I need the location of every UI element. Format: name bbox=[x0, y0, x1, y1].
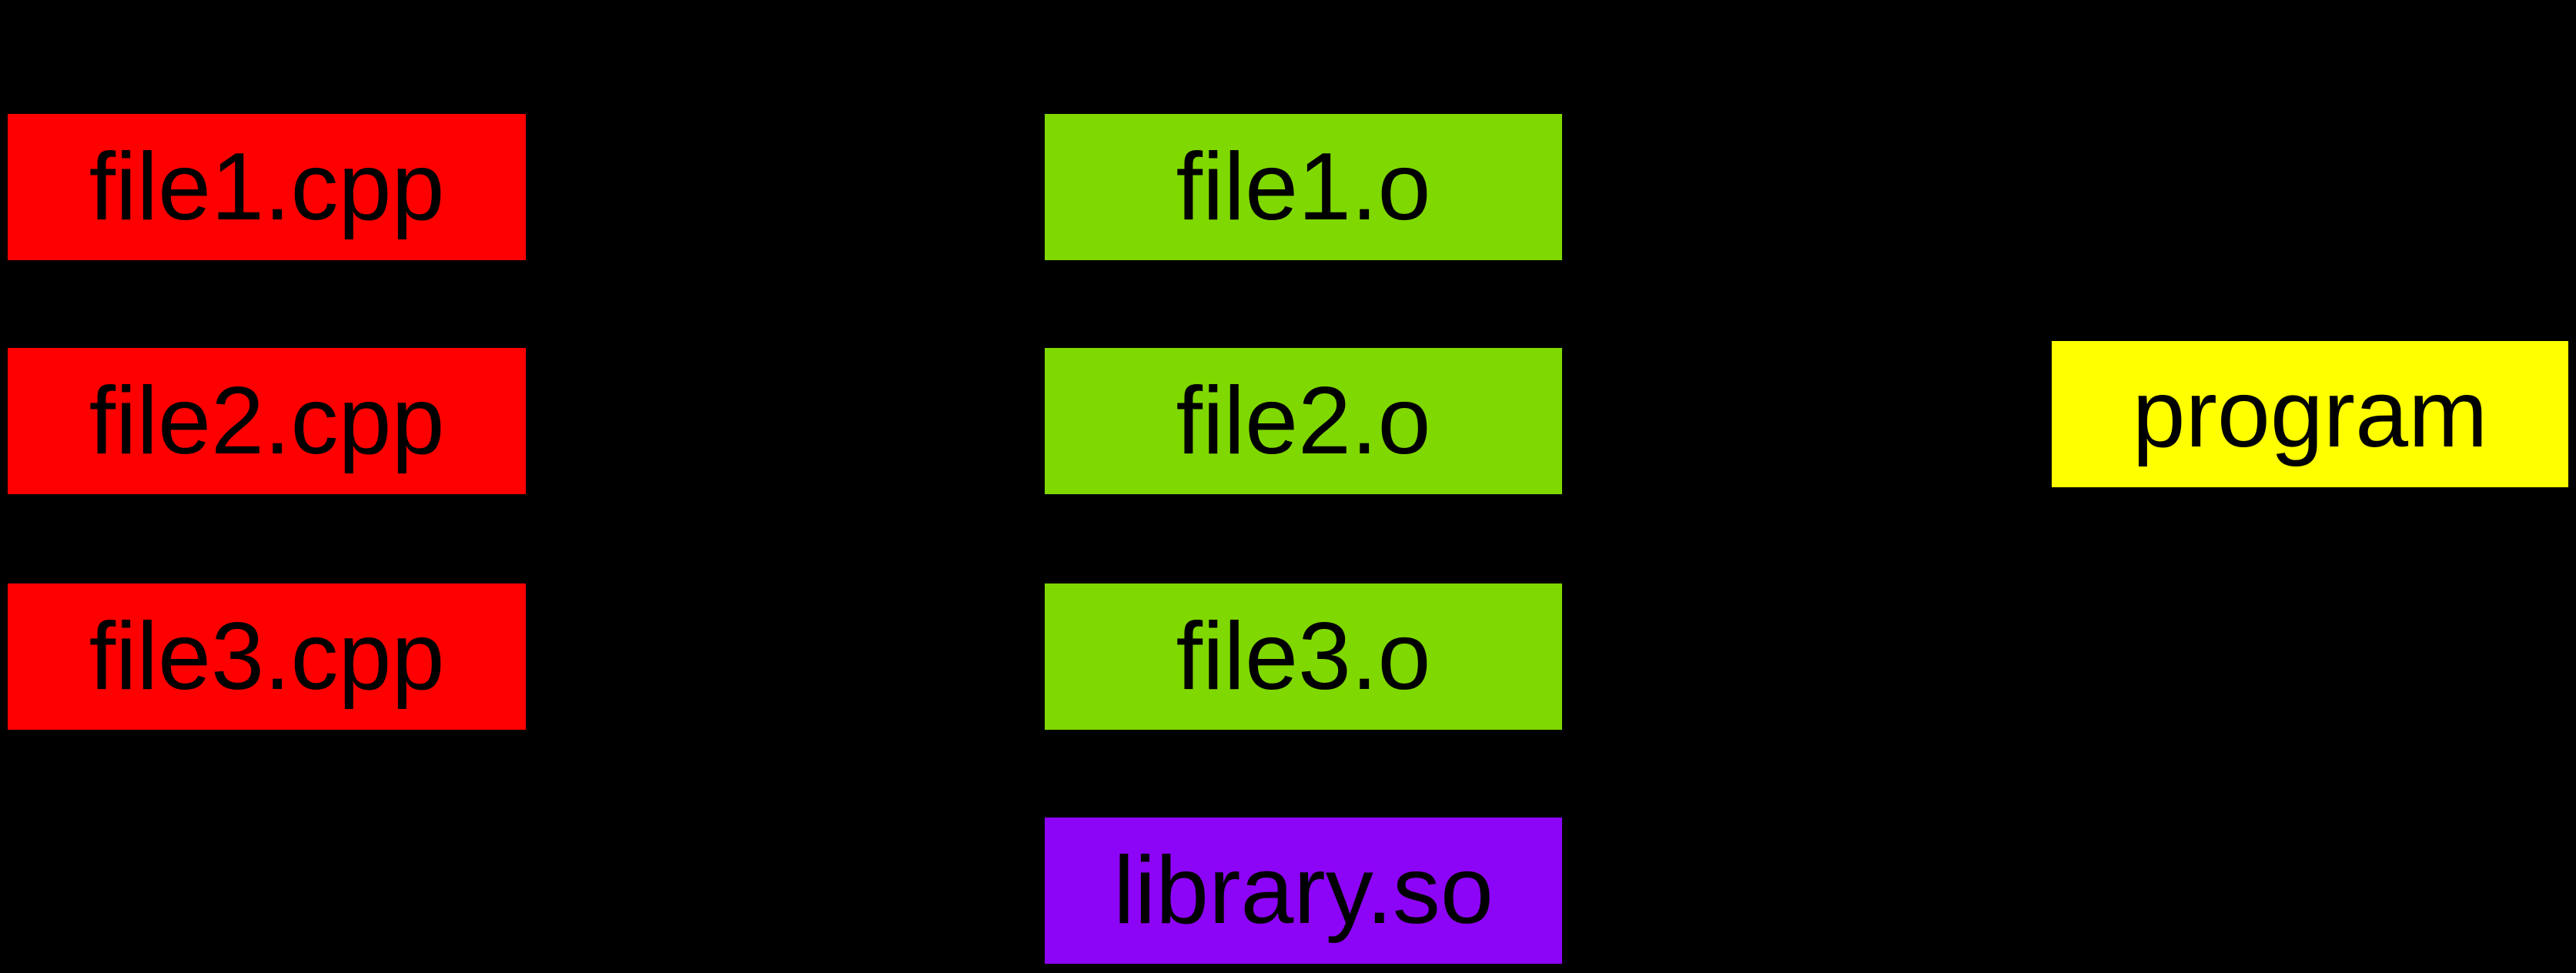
node-file3-o: file3.o bbox=[1045, 583, 1562, 730]
node-file2-o: file2.o bbox=[1045, 348, 1562, 494]
node-file1-cpp: file1.cpp bbox=[8, 114, 526, 260]
node-file1-o: file1.o bbox=[1045, 114, 1562, 260]
node-file3-cpp: file3.cpp bbox=[8, 583, 526, 730]
node-file2-cpp: file2.cpp bbox=[8, 348, 526, 494]
node-program: program bbox=[2052, 341, 2568, 487]
node-library-so: library.so bbox=[1045, 818, 1562, 964]
